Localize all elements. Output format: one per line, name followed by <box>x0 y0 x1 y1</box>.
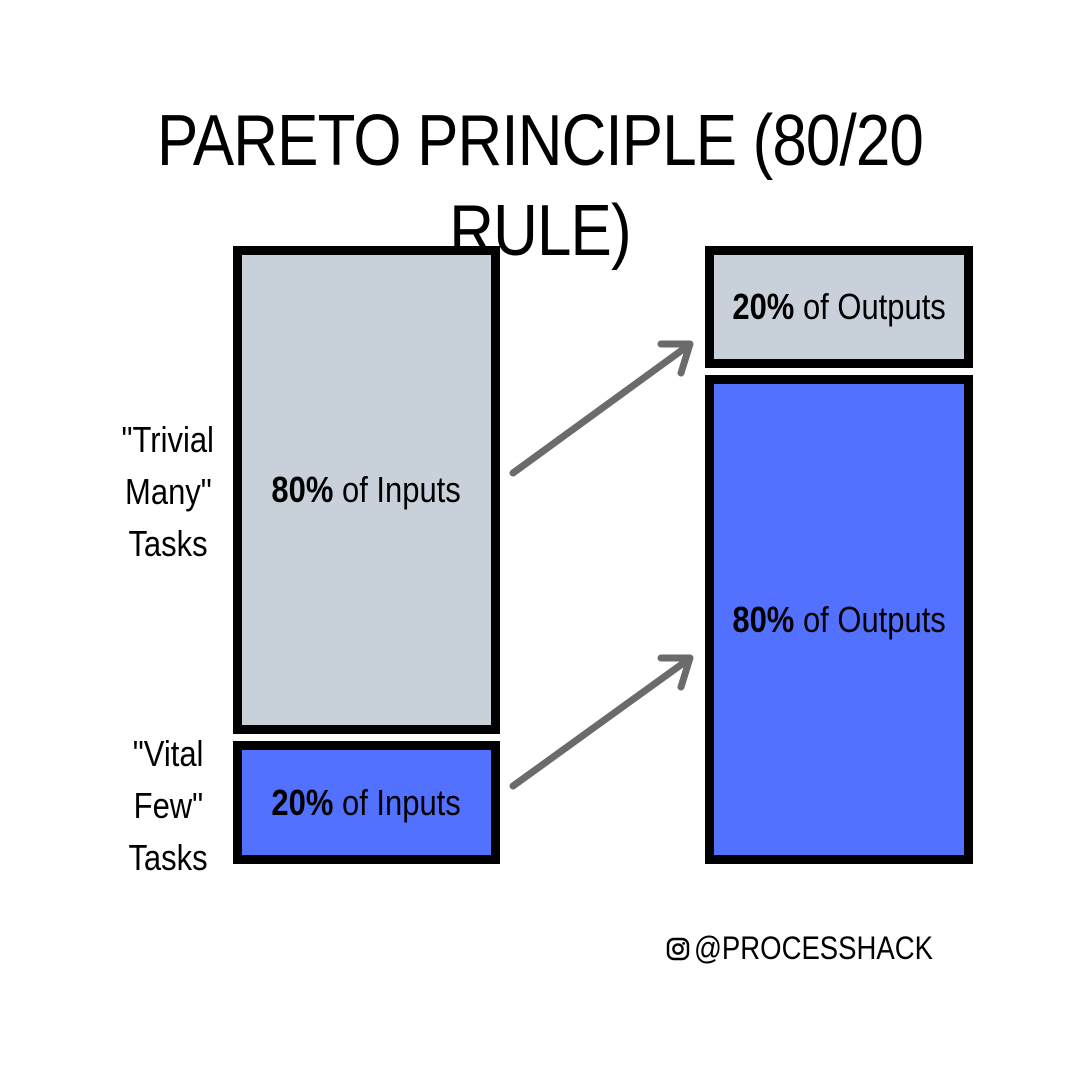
trivial-arrow <box>509 340 694 477</box>
vital-label-line: Tasks <box>128 837 208 878</box>
handle-text: @PROCESSHACK <box>694 930 934 966</box>
vital-arrow <box>509 654 694 790</box>
outputs-80-text: of Outputs <box>794 598 946 640</box>
outputs-80-label: 80% of Outputs <box>732 599 945 641</box>
outputs-20-box: 20% of Outputs <box>705 246 973 368</box>
page-title: PARETO PRINCIPLE (80/20 RULE) <box>157 101 924 271</box>
inputs-80-percent: 80% <box>271 469 334 510</box>
inputs-80-label: 80% of Inputs <box>272 469 461 511</box>
vital-few-label: "Vital Few" Tasks <box>103 728 233 884</box>
trivial-label-line: Tasks <box>128 523 208 564</box>
inputs-80-text: of Inputs <box>333 469 462 510</box>
outputs-80-percent: 80% <box>732 598 795 640</box>
inputs-80-box: 80% of Inputs <box>233 246 500 734</box>
inputs-20-label: 20% of Inputs <box>272 782 461 824</box>
outputs-20-text: of Outputs <box>794 286 946 327</box>
trivial-label-line: "Trivial <box>121 419 215 460</box>
inputs-20-text: of Inputs <box>333 781 462 823</box>
instagram-icon <box>666 937 690 960</box>
inputs-20-box: 20% of Inputs <box>233 741 500 864</box>
inputs-20-percent: 20% <box>271 781 334 823</box>
instagram-handle[interactable]: @PROCESSHACK <box>666 930 972 967</box>
outputs-20-label: 20% of Outputs <box>732 286 945 328</box>
vital-label-line: "Vital <box>132 733 204 774</box>
trivial-many-label: "Trivial Many" Tasks <box>103 414 233 570</box>
trivial-label-line: Many" <box>124 471 212 512</box>
vital-label-line: Few" <box>133 785 203 826</box>
outputs-20-percent: 20% <box>732 286 795 327</box>
outputs-80-box: 80% of Outputs <box>705 375 973 864</box>
